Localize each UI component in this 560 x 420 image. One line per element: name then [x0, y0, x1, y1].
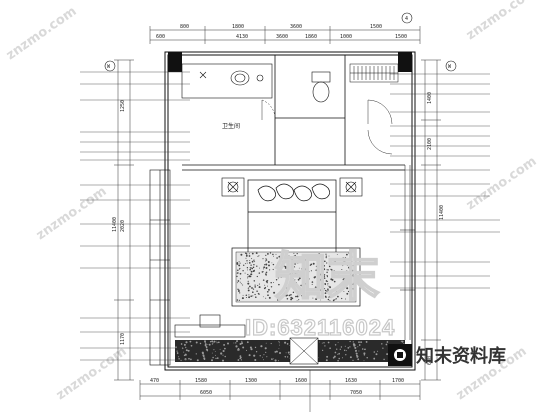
desk-and-chair — [174, 314, 246, 338]
grid-bubble-left-top — [104, 60, 116, 72]
bottom-dim-6: 1700 — [392, 378, 404, 384]
top-dim-r2-1: 600 — [156, 34, 165, 40]
right-dim-2: 2100 — [427, 138, 433, 150]
bottom-dim-3: 1300 — [245, 378, 257, 384]
window-bay — [175, 337, 405, 365]
top-dim-r2-4: 1860 — [305, 34, 317, 40]
top-dim-r2-2: 4130 — [236, 34, 248, 40]
grid-bubble-right-mid — [445, 60, 457, 72]
rug — [231, 247, 361, 307]
grid-bubble-right-mid-label: W — [448, 64, 452, 70]
bottom-dimension-lines — [139, 370, 421, 412]
left-dim-2: 2020 — [120, 220, 126, 232]
watermark-text-4: znzmo.com — [464, 154, 540, 213]
grid-bubble-left-top-label: W — [107, 64, 111, 70]
bottom-dim-2: 1580 — [195, 378, 207, 384]
right-dim-1: 1400 — [427, 92, 433, 104]
brand-logo: 知末资料库 — [388, 344, 506, 367]
grid-bubble-right-top-label: 4 — [405, 16, 408, 22]
top-dimension-lines — [149, 26, 421, 44]
wardrobe-rack — [349, 63, 399, 83]
grid-bubbles — [104, 12, 457, 72]
right-leader-lines — [390, 73, 500, 289]
left-dimension-labels: 1250 2020 11400 1170 — [112, 100, 126, 345]
brand-name: 知末资料库 — [416, 345, 506, 367]
right-wall-panels — [400, 165, 415, 340]
left-dimension-lines — [114, 59, 134, 381]
exterior-walls — [164, 51, 416, 371]
watermark-text-3: znzmo.com — [34, 184, 110, 243]
id-watermark: ID:632116024 — [245, 315, 395, 340]
bathroom-partitions — [182, 55, 405, 171]
bottom-dimension-labels: 470 1580 1300 1600 1630 1700 6050 7050 — [150, 378, 404, 396]
top-dim-r2-6: 1500 — [395, 34, 407, 40]
toilet-fixture — [311, 71, 331, 103]
bedside-tables — [221, 177, 363, 197]
left-dim-1: 1250 — [120, 100, 126, 112]
top-dim-2: 1800 — [232, 24, 244, 30]
watermark-text-2: znzmo.com — [464, 0, 540, 43]
top-dimension-labels: 800 1800 3600 1500 600 4130 3600 1860 10… — [156, 24, 407, 40]
top-dim-r2-3: 3600 — [276, 34, 288, 40]
bottom-dim-r2-1: 6050 — [200, 390, 212, 396]
top-dim-4: 1500 — [370, 24, 382, 30]
big-logo-watermark: 知末 — [275, 248, 379, 308]
grid-bubble-right-top — [401, 12, 413, 24]
bottom-dim-5: 1630 — [345, 378, 357, 384]
rug-texture — [236, 252, 356, 302]
left-dim-4: 1170 — [120, 333, 126, 345]
bathroom-label: 卫生间 — [222, 122, 240, 130]
bottom-dim-4: 1600 — [295, 378, 307, 384]
bottom-dim-r2-2: 7050 — [350, 390, 362, 396]
left-leader-lines — [80, 71, 190, 361]
top-dim-1: 800 — [180, 24, 189, 30]
structural-columns — [168, 52, 412, 72]
right-dim-4: 600 — [427, 356, 433, 365]
top-dim-r2-5: 1000 — [340, 34, 352, 40]
right-dim-3: 11400 — [439, 205, 445, 220]
right-dimension-labels: 1400 2100 11400 600 — [427, 92, 445, 365]
watermark-text-1: znzmo.com — [4, 4, 80, 63]
left-closet — [149, 169, 171, 366]
vanity-counter — [181, 63, 273, 99]
door-swings — [261, 99, 393, 155]
bottom-dim-1: 470 — [150, 378, 159, 384]
left-dim-3: 11400 — [112, 217, 118, 232]
top-dim-3: 3600 — [290, 24, 302, 30]
